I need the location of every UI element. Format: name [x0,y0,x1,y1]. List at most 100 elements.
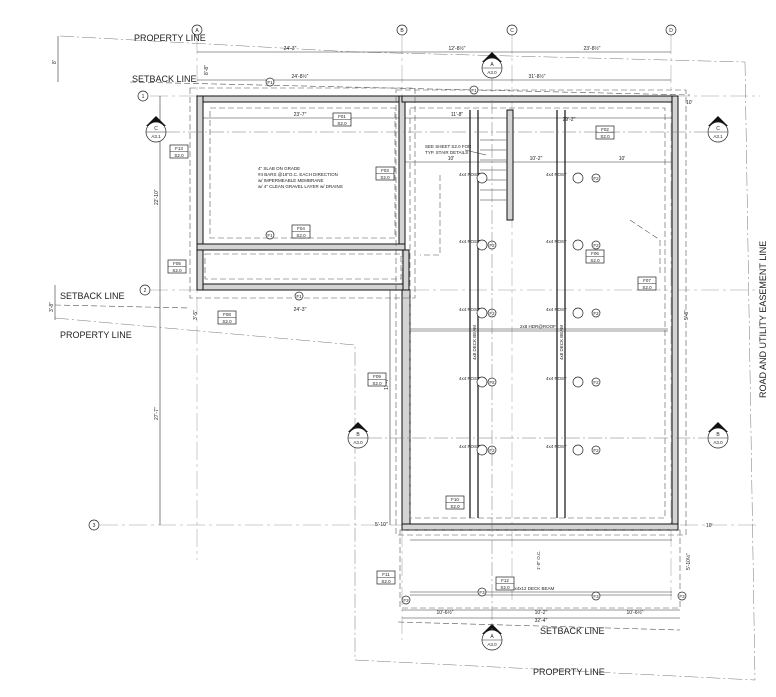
svg-text:w/ IMPERMEABLE MEMBRANE: w/ IMPERMEABLE MEMBRANE [258,178,324,183]
svg-text:F1: F1 [296,294,302,299]
post-label: 4x4 POST [546,444,567,449]
dim-left-small-c: 8'-8" [204,65,210,75]
svg-text:F2: F2 [593,176,599,181]
svg-text:TYP. STAIR DETAILS: TYP. STAIR DETAILS [425,150,468,155]
svg-text:S2.0: S2.0 [450,504,460,509]
dim-bot-b: 10'-2" [535,610,548,616]
grid-bubble-3: 3 [88,519,100,531]
post-label: 4x4 POST [546,376,567,381]
detail-callout-f02: F02 S2.0 [595,125,615,140]
left-dimension-strings [54,36,391,525]
svg-text:F11: F11 [382,572,390,577]
dim-row3-c: 29'-2" [563,117,576,123]
svg-text:A: A [490,62,494,68]
dim-inner-b: 5'-8" [684,310,690,320]
section-marker-b-left: B A3.0 [347,422,369,449]
property-line-left-label: PROPERTY LINE [60,330,132,340]
dim-left-3: 17'-7" [384,377,390,390]
svg-text:3: 3 [93,523,96,529]
detail-callout-f13: F13 S2.0 [169,144,189,159]
section-marker-c-right: C A3.1 [707,116,729,143]
svg-text:F1: F1 [267,233,273,238]
grid-bubble-d: D [665,24,677,36]
detail-callout-f10: F10 S2.0 [445,495,465,510]
svg-text:F2: F2 [593,448,599,453]
dim-top-c: 23'-8½" [584,45,601,52]
svg-text:F1: F1 [267,80,273,85]
footing-spacing-label: 1'-0" O.C. [536,551,541,570]
dim-row4-b: 10'-2" [530,156,543,162]
property-line-bottom-label: PROPERTY LINE [533,667,605,677]
grid-bubble-c: C [506,24,518,36]
svg-text:B: B [716,432,720,438]
svg-text:A: A [195,28,199,34]
svg-text:S2.0: S2.0 [642,285,652,290]
svg-text:S2.0: S2.0 [172,268,182,273]
svg-text:F01: F01 [338,114,346,119]
detail-callout-f06: F06 S2.0 [585,249,605,264]
svg-text:F1: F1 [471,88,477,93]
svg-text:A3.1: A3.1 [713,134,723,139]
svg-text:w/ 4" CLEAN GRAVEL LAYER w/ DR: w/ 4" CLEAN GRAVEL LAYER w/ DRAINS [258,184,343,189]
property-lines [54,35,756,681]
svg-text:D: D [669,28,673,34]
grid-bubble-a: A [191,24,203,36]
post-label: 4x4 POST [459,239,480,244]
svg-text:C: C [716,126,720,132]
svg-text:F06: F06 [591,251,599,256]
grid-bubble-b: B [396,24,408,36]
section-marker-b-right: B A3.0 [707,422,729,449]
dim-row4-c: 10' [619,156,626,162]
svg-text:S2.0: S2.0 [372,381,382,386]
detail-callout-f09: F09 S2.0 [367,372,387,387]
svg-text:1: 1 [142,94,145,100]
svg-text:C: C [154,126,158,132]
setback-line-top-label: SETBACK LINE [132,74,197,84]
svg-text:C: C [510,28,514,34]
stair-treads [480,139,506,201]
section-marker-a-top: A A3.0 [481,52,503,79]
dim-inner: 5'-10" [375,522,388,528]
detail-callout-f12: F12 S2.0 [495,576,515,591]
svg-text:F10: F10 [451,497,459,502]
svg-text:A3.0: A3.0 [353,440,363,445]
dim-top-b: 12'-8½" [449,45,466,52]
svg-text:A3.0: A3.0 [487,642,497,647]
detail-callout-f07: F07 S2.0 [637,276,657,291]
slab-note: 4" SLAB ON GRADE #4 BARS @18"O.C. EACH D… [258,166,343,189]
svg-text:F04: F04 [297,226,305,231]
easement-line-label: ROAD AND UTILITY EASEMENT LINE [758,241,768,398]
beam-col-b-label: 4x8 DECK BEAM [559,325,564,360]
dim-left-2: 27'-7" [154,407,160,420]
dim-top-a: 24'-3" [284,46,297,52]
svg-text:B: B [356,432,360,438]
svg-text:F2: F2 [593,243,599,248]
svg-text:4" SLAB ON GRADE: 4" SLAB ON GRADE [258,166,300,171]
svg-text:S2.0: S2.0 [500,585,510,590]
svg-text:SEE SHEET S2.0 FOR: SEE SHEET S2.0 FOR [425,144,472,149]
dim-mid-left: 24'-3" [294,307,307,313]
dim-right-c: 5'-10½" [685,553,692,570]
beams [410,110,672,596]
foundation-walls [196,95,679,531]
svg-text:S2.0: S2.0 [381,579,391,584]
svg-text:S2.0: S2.0 [600,134,610,139]
detail-callout-f03: F03 S2.0 [375,166,395,181]
dim-row3-b: 11'-8" [451,112,464,118]
svg-text:F07: F07 [643,278,651,283]
stair-note: SEE SHEET S2.0 FOR TYP. STAIR DETAILS [425,144,487,156]
post-label: 4x4 POST [546,307,567,312]
detail-callout-f08: F08 S2.0 [217,310,237,325]
dim-right-a: 10' [686,100,693,106]
section-cut-lines [166,78,708,630]
post-column-right: 4x4 POST 4x4 POST 4x4 POST 4x4 POST 4x4 … [546,172,584,456]
svg-text:F2: F2 [489,448,495,453]
post-label: 4x4 POST [459,307,480,312]
svg-text:F08: F08 [223,312,231,317]
beam-main-label: 2x8 HDR@ROOF [520,324,556,329]
svg-text:F03: F03 [381,168,389,173]
dim-inner-c: 3'-5" [193,310,199,320]
svg-text:F2: F2 [489,311,495,316]
svg-text:F05: F05 [173,261,181,266]
